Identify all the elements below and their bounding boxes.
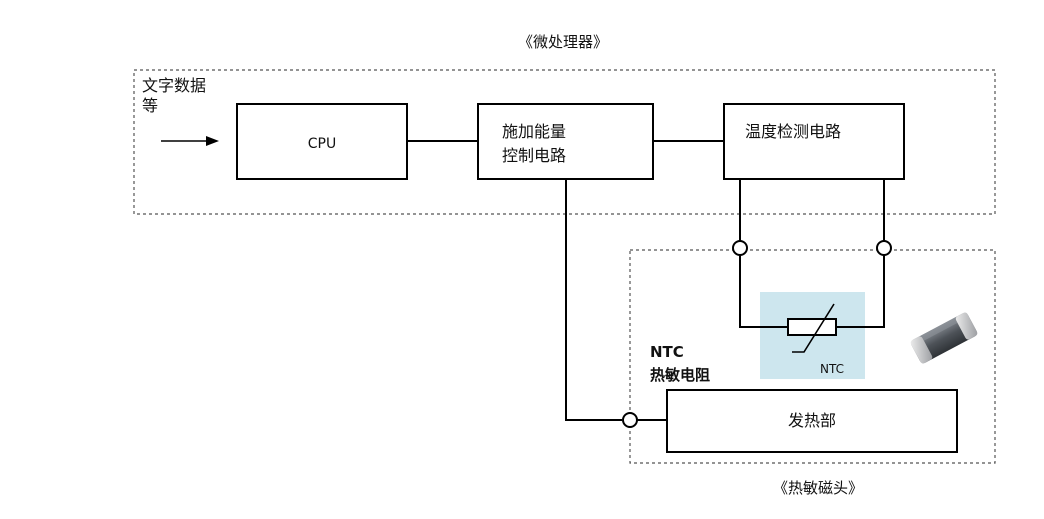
- thermistor-symbol-icon: [787, 303, 837, 353]
- thermal-head-frame: [629, 249, 996, 464]
- cpu-block: [236, 103, 408, 180]
- energy-control-label-2: 控制电路: [502, 146, 566, 165]
- smd-chip-icon: [910, 312, 978, 364]
- microprocessor-frame: [133, 69, 996, 215]
- temp-detect-label: 温度检测电路: [745, 122, 841, 141]
- thermal-head-title: 《热敏磁头》: [773, 479, 863, 497]
- ntc-small-label: NTC: [820, 362, 844, 376]
- text-data-label: 文字数据: [142, 76, 206, 95]
- text-data-label-2: 等: [142, 96, 158, 115]
- ntc-label-2: 热敏电阻: [650, 366, 710, 384]
- cpu-label: CPU: [308, 136, 336, 152]
- energy-control-block: [477, 103, 654, 180]
- temp-detect-block: [723, 103, 905, 180]
- control-to-heater-wire: [565, 179, 622, 421]
- heater-terminal: [622, 412, 638, 428]
- ntc-loop-left: [739, 255, 788, 328]
- heater-block: [666, 389, 958, 453]
- ntc-label-1: NTC: [650, 343, 684, 361]
- ntc-terminal-right: [876, 240, 892, 256]
- energy-control-label-1: 施加能量: [502, 122, 566, 141]
- ntc-loop-right: [836, 255, 885, 328]
- right-arrow-icon: [161, 136, 219, 146]
- microprocessor-title: 《微处理器》: [518, 33, 608, 51]
- ntc-terminal-left: [732, 240, 748, 256]
- heater-label: 发热部: [788, 411, 836, 430]
